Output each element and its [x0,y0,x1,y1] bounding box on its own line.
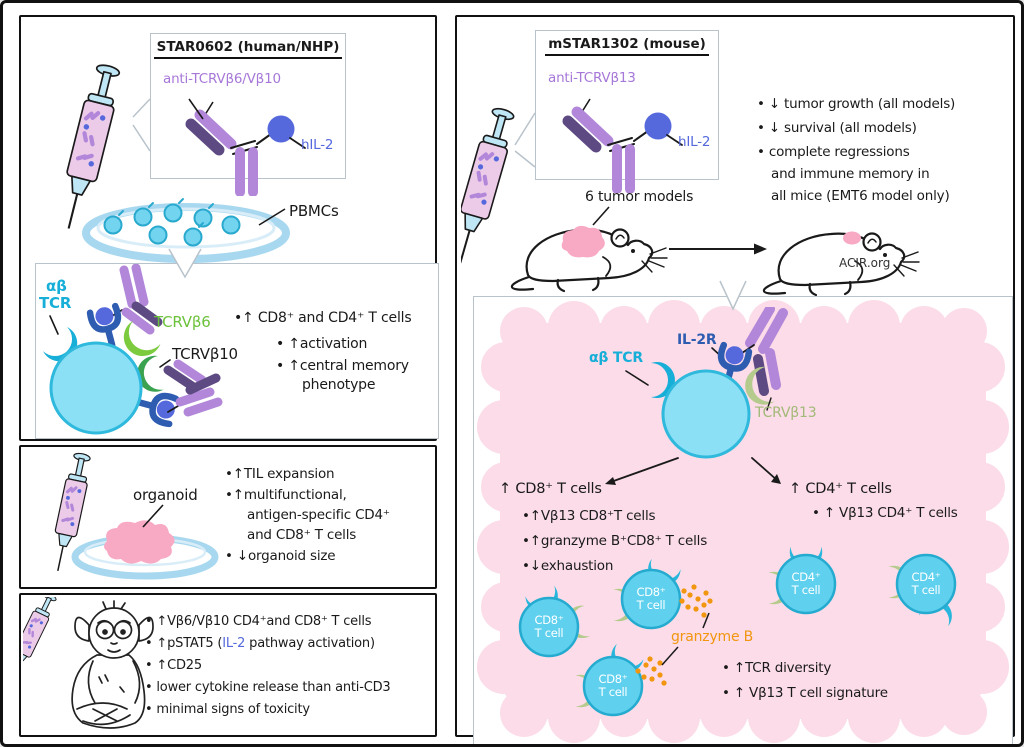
tcrvb10-label: TCRVβ10 [172,345,238,363]
pink-tcrvb13-label: TCRVβ13 [755,405,817,421]
nhp-bullet-2: • ↑pSTAT5 (IL-2 pathway activation) [145,636,375,652]
pbmcs-label: PBMCs [289,202,339,220]
il2-highlight: IL-2 [222,636,246,651]
nhp-bullet-2-post: pathway activation) [245,636,375,651]
cd8-cell-label: CD8⁺T cell [636,584,666,612]
nhp-bullet-1: • ↑Vβ6/Vβ10 CD4⁺and CD8⁺ T cells [145,614,372,629]
cd4-cell-label: CD4⁺T cell [791,569,821,597]
organoid-label: organoid [133,486,198,504]
star0602-box: STAR0602 (human/NHP) anti-TCRVβ6/Vβ10 hI… [150,33,346,179]
anti-tcrvb13-label: anti-TCRVβ13 [548,70,636,86]
hil2-label: hIL-2 [301,137,334,153]
ab-tcr-label-line1: αβ [46,277,67,295]
tme-bullet-1: • ↑TCR diversity [722,660,832,676]
mstar1302-box: mSTAR1302 (mouse) anti-TCRVβ13 hIL-2 [535,30,719,180]
organoid-bullet-2: •↑multifunctional, [225,487,347,503]
mouse-hil2-label: hIL-2 [678,134,711,150]
cd4-cell-label-l1: CD4⁺ [911,569,941,584]
acir-credit: ACIR.org [839,256,891,270]
cellbox-bullet-2: • ↑activation [276,336,368,352]
cd8-cell-label-l2: T cell [534,626,564,640]
mstar1302-title: mSTAR1302 (mouse) [536,36,718,56]
cd4-bullet-1: • ↑ Vβ13 CD4⁺ T cells [812,505,958,521]
outcome-bullet-2: • ↓ survival (all models) [757,120,917,136]
ab-tcr-label-line2: TCR [39,294,72,312]
pink-ab-tcr-label: αβ TCR [589,350,643,366]
cellbox-bullet-3: • ↑central memory [276,358,409,374]
nhp-bullet-2-pre: • ↑pSTAT5 ( [145,636,223,651]
cd8-cell-label: CD8⁺T cell [598,671,628,699]
cellbox-bullet-3b: phenotype [302,377,376,393]
cd8-cell-label: CD8⁺T cell [534,612,564,640]
anti-tcrvb6-vb10-label: anti-TCRVβ6/Vβ10 [163,71,281,87]
left-organoid-panel: organoid •↑TIL expansion •↑multifunction… [19,445,437,589]
tcell-mechanism-box: αβ TCR TCRVβ6 TCRVβ10 •↑ CD8⁺ and CD4⁺ T… [35,263,439,439]
cd8-header: ↑ CD8⁺ T cells [499,481,602,497]
cd8-cell-label-l1: CD8⁺ [636,584,666,599]
effector-cells-drawing [518,546,957,717]
organoid-bullet-1: •↑TIL expansion [225,466,335,482]
cd4-cell-label: CD4⁺T cell [911,569,941,597]
left-invitro-panel: STAR0602 (human/NHP) anti-TCRVβ6/Vβ10 hI… [19,15,439,441]
outcome-bullet-1: • ↓ tumor growth (all models) [757,96,956,112]
outcome-bullet-3: • complete regressions [757,144,910,160]
nhp-bullet-3: • ↑CD25 [145,658,202,673]
organoid-dish [71,520,219,580]
cd8-cell-label-l2: T cell [636,598,666,612]
nhp-bullet-4: • lower cytokine release than anti-CD3 [145,680,391,695]
cd8-bullet-1: •↑Vβ13 CD8⁺T cells [522,508,656,524]
tcrvb6-label: TCRVβ6 [154,313,211,331]
organoid-bullet-2c: and CD8⁺ T cells [247,527,357,543]
cd8-cell-label-l2: T cell [598,685,628,699]
monkey-drawing [23,597,154,729]
pbmc-dish [82,198,290,263]
cellbox-bullet-1: •↑ CD8⁺ and CD4⁺ T cells [234,310,412,326]
cd4-cell-label-l2: T cell [911,583,941,597]
right-mouse-panel: mSTAR1302 (mouse) anti-TCRVβ13 hIL-2 6 t… [455,15,1015,744]
organoid-bullet-3: • ↓organoid size [225,548,336,564]
cd8-bullet-2: •↑granzyme B⁺CD8⁺ T cells [522,533,708,549]
star0602-title: STAR0602 (human/NHP) [151,39,345,59]
pink-il2r-label: IL-2R [677,332,717,348]
tcell-receptors-drawing [42,264,223,435]
tme-pink-box: αβ TCR IL-2R TCRVβ13 ↑ CD8⁺ T cells •↑Vβ… [473,296,1013,744]
tumor-models-label: 6 tumor models [585,189,694,205]
antibody-fusion-icon [155,101,345,196]
outcome-bullet-3c: all mice (EMT6 model only) [771,188,950,204]
central-tcell-drawing [605,307,788,485]
organoid-bullet-2b: antigen-specific CD4⁺ [247,507,390,523]
cd4-cell-label-l1: CD4⁺ [791,569,821,584]
cd8-cell-label-l1: CD8⁺ [534,612,564,627]
cd4-cell-label-l2: T cell [791,583,821,597]
tumor-mouse-drawing [510,225,669,293]
cd8-bullet-3: •↓exhaustion [522,558,614,574]
cured-mouse-drawing [762,231,921,297]
tme-bullet-2: • ↑ Vβ13 T cell signature [722,685,888,701]
left-nhp-panel: • ↑Vβ6/Vβ10 CD4⁺and CD8⁺ T cells • ↑pSTA… [19,593,437,737]
mouse-antibody-fusion-icon [532,98,722,193]
nhp-bullet-5: • minimal signs of toxicity [145,702,310,717]
outcome-bullet-3b: and immune memory in [771,166,930,182]
cd8-cell-label-l1: CD8⁺ [598,671,628,686]
cd4-header: ↑ CD4⁺ T cells [789,481,892,497]
granzyme-b-label: granzyme B [671,629,754,645]
